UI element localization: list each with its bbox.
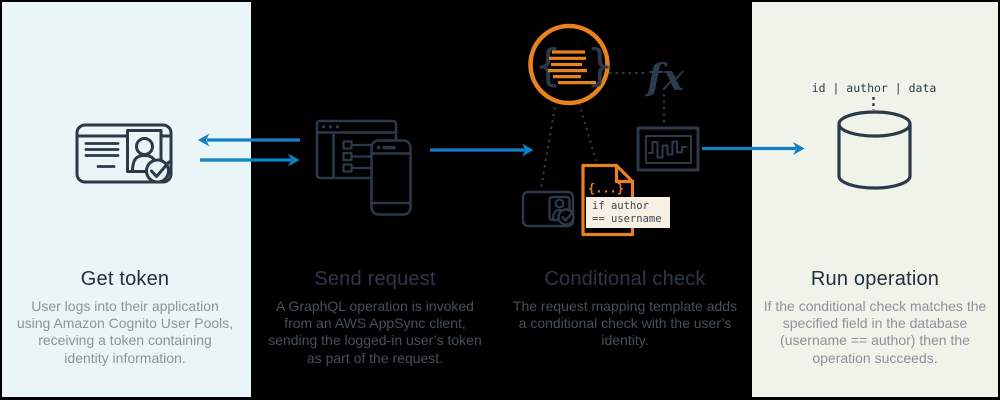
condition-snippet: if author == username xyxy=(586,197,670,228)
mobile-phone-icon xyxy=(370,139,412,216)
condition-line-2: == username xyxy=(592,213,662,225)
resolver-icon xyxy=(636,126,700,172)
panel-run-operation-background xyxy=(752,2,998,397)
arrow-token-return xyxy=(198,133,300,147)
panel-title: Send request xyxy=(314,268,436,290)
caption-conditional-check: Conditional check The request mapping te… xyxy=(500,268,750,350)
panel-title: Run operation xyxy=(810,268,940,290)
arrow-send-request xyxy=(430,143,534,157)
graphql-operation-icon: { } xyxy=(528,23,614,106)
panel-get-token-background xyxy=(2,2,251,397)
folded-corner xyxy=(614,163,635,184)
panel-title: Get token xyxy=(80,268,170,290)
panel-description: If the conditional check matches the spe… xyxy=(763,298,987,366)
checkmark-icon xyxy=(145,158,170,184)
braces-ellipsis-label: {...} xyxy=(588,182,624,196)
caption-run-operation: Run operation If the conditional check m… xyxy=(750,268,1000,367)
db-columns-label: id | author | data xyxy=(812,81,937,95)
id-card-icon xyxy=(75,123,173,184)
condition-line-1: if author xyxy=(592,200,649,212)
function-label: fx xyxy=(644,57,684,99)
panel-title: Conditional check xyxy=(544,268,706,290)
caption-get-token: Get token User logs into their applicati… xyxy=(0,268,250,367)
dotted-connectors xyxy=(540,72,665,189)
identity-card-small-icon xyxy=(521,190,575,228)
person-icon xyxy=(135,137,154,156)
checkmark-icon xyxy=(557,208,575,226)
caption-send-request: Send request A GraphQL operation is invo… xyxy=(250,268,500,367)
database-icon xyxy=(837,110,912,190)
panel-description: A GraphQL operation is invoked from an A… xyxy=(268,298,482,366)
arrow-send-token xyxy=(200,153,300,167)
panel-description: The request mapping template adds a cond… xyxy=(512,298,738,349)
person-icon xyxy=(554,198,565,209)
arrow-run-operation xyxy=(702,142,805,155)
panel-description: User logs into their application using A… xyxy=(16,298,234,366)
